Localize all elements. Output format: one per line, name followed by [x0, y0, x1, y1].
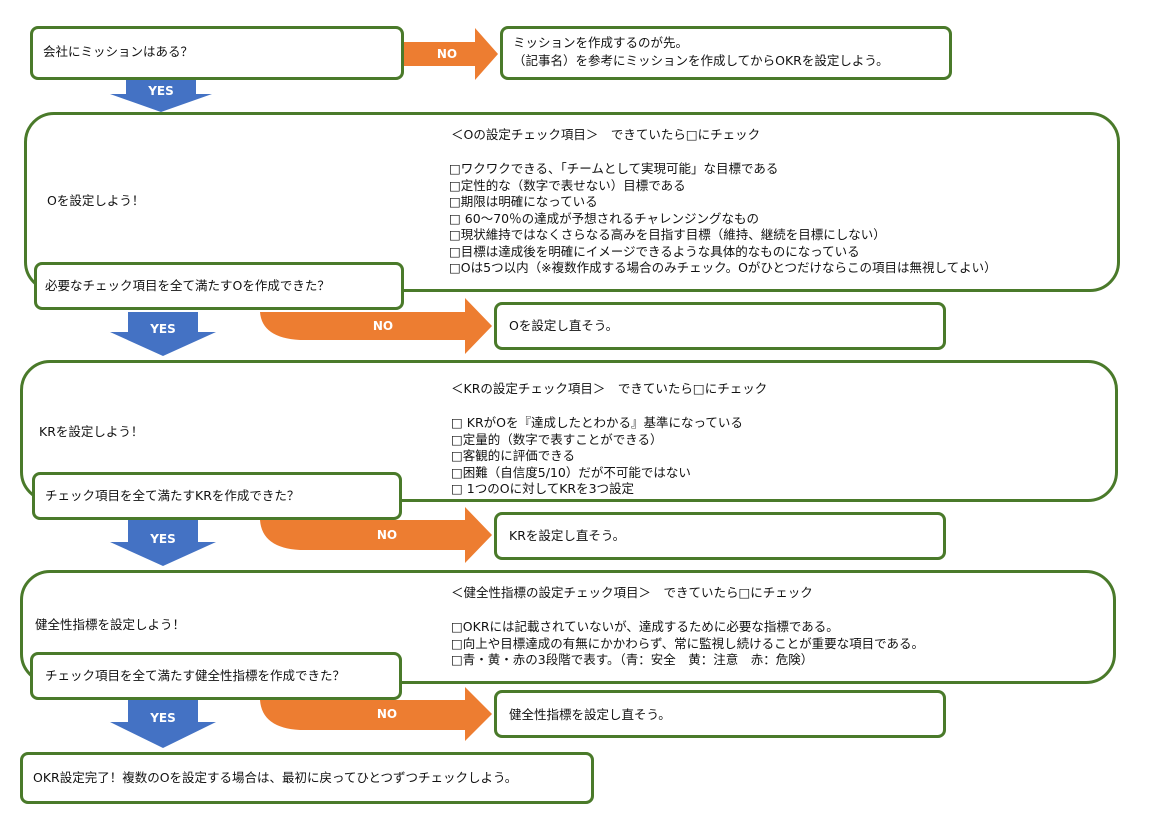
o-setting-title: Oを設定しよう！ — [47, 193, 145, 208]
health-check-item: □青・黄・赤の3段階で表す。（青：安全 黄：注意 赤：危険） — [451, 652, 814, 667]
no-arrow-kr — [260, 507, 492, 563]
kr-retry-text: KRを設定し直そう。 — [509, 528, 626, 543]
no-arrow-mission — [404, 28, 498, 80]
health-retry-text: 健全性指標を設定し直そう。 — [509, 707, 671, 722]
o-check-item: □定性的な（数字で表せない）目標である — [449, 177, 686, 193]
no-arrow-o — [260, 298, 492, 354]
o-question-box: 必要なチェック項目を全て満たすOを作成できた？ — [34, 262, 404, 310]
no-label-kr: NO — [376, 528, 398, 542]
health-check-item: □OKRには記載されていないが、達成するために必要な指標である。 — [451, 619, 839, 634]
o-checklist-header: ＜Oの設定チェック項目＞ できていたら□にチェック — [451, 127, 761, 142]
mission-first-line2: （記事名）を参考にミッションを作成してからOKRを設定しよう。 — [513, 53, 889, 68]
o-checklist: □ワクワクできる、「チームとして実現可能」な目標である □定性的な（数字で表せな… — [449, 161, 997, 277]
kr-question-box: チェック項目を全て満たすKRを作成できた？ — [32, 472, 402, 520]
kr-check-item: □ KRがOを『達成したとわかる』基準になっている — [451, 415, 743, 430]
o-retry-box: Oを設定し直そう。 — [494, 302, 946, 350]
o-question-text: 必要なチェック項目を全て満たすOを作成できた？ — [45, 278, 330, 293]
o-check-item: □Oは5つ以内（※複数作成する場合のみチェック。Oがひとつだけならこの項目は無視… — [449, 260, 997, 275]
question-mission-box: 会社にミッションはある？ — [30, 26, 404, 80]
yes-arrow-o — [110, 312, 216, 356]
no-label-o: NO — [372, 319, 394, 333]
kr-check-item: □ 1つのOに対してKRを3つ設定 — [451, 481, 635, 496]
o-check-item: □ 60〜70％の達成が予想されるチャレンジングなもの — [449, 210, 759, 226]
health-question-text: チェック項目を全て満たす健全性指標を作成できた？ — [45, 668, 346, 683]
o-retry-text: Oを設定し直そう。 — [509, 318, 619, 333]
kr-check-item: □客観的に評価できる — [451, 448, 576, 463]
kr-checklist-header: ＜KRの設定チェック項目＞ できていたら□にチェック — [451, 381, 768, 396]
health-setting-title: 健全性指標を設定しよう！ — [35, 617, 186, 632]
kr-setting-title: KRを設定しよう！ — [39, 424, 144, 439]
yes-arrow-mission — [110, 80, 212, 112]
yes-label-o: YES — [150, 322, 176, 336]
yes-arrow-kr — [110, 520, 216, 566]
question-mission-text: 会社にミッションはある？ — [43, 44, 194, 59]
o-check-item: □現状維持ではなくさらなる高みを目指す目標（維持、継続を目標にしない） — [449, 227, 886, 242]
kr-check-item: □困難（自信度5/10）だが不可能ではない — [451, 464, 691, 480]
kr-check-item: □定量的（数字で表すことができる） — [451, 431, 663, 447]
no-label-mission: NO — [436, 47, 458, 61]
o-check-item: □目標は達成後を明確にイメージできるような具体的なものになっている — [449, 243, 860, 259]
yes-label-mission: YES — [148, 84, 174, 98]
health-question-box: チェック項目を全て満たす健全性指標を作成できた？ — [30, 652, 402, 700]
yes-label-kr: YES — [150, 532, 176, 546]
o-check-item: □期限は明確になっている — [449, 194, 598, 209]
health-checklist-header: ＜健全性指標の設定チェック項目＞ できていたら□にチェック — [451, 585, 813, 600]
okr-complete-box: OKR設定完了！複数のOを設定する場合は、最初に戻ってひとつずつチェックしよう。 — [20, 752, 594, 804]
mission-first-box: ミッションを作成するのが先。 （記事名）を参考にミッションを作成してからOKRを… — [500, 26, 952, 80]
health-checklist: □OKRには記載されていないが、達成するために必要な指標である。 □向上や目標達… — [451, 619, 924, 669]
yes-label-health: YES — [150, 711, 176, 725]
o-check-item: □ワクワクできる、「チームとして実現可能」な目標である — [449, 161, 779, 176]
kr-checklist: □ KRがOを『達成したとわかる』基準になっている □定量的（数字で表すことがで… — [451, 415, 743, 498]
kr-retry-box: KRを設定し直そう。 — [494, 512, 946, 560]
health-check-item: □向上や目標達成の有無にかかわらず、常に監視し続けることが重要な項目である。 — [451, 635, 925, 651]
health-retry-box: 健全性指標を設定し直そう。 — [494, 690, 946, 738]
kr-question-text: チェック項目を全て満たすKRを作成できた？ — [45, 488, 300, 503]
mission-first-line1: ミッションを作成するのが先。 — [513, 35, 689, 50]
no-label-health: NO — [376, 707, 398, 721]
okr-complete-text: OKR設定完了！複数のOを設定する場合は、最初に戻ってひとつずつチェックしよう。 — [33, 770, 518, 785]
yes-arrow-health — [110, 700, 216, 748]
no-arrow-health — [260, 687, 492, 741]
